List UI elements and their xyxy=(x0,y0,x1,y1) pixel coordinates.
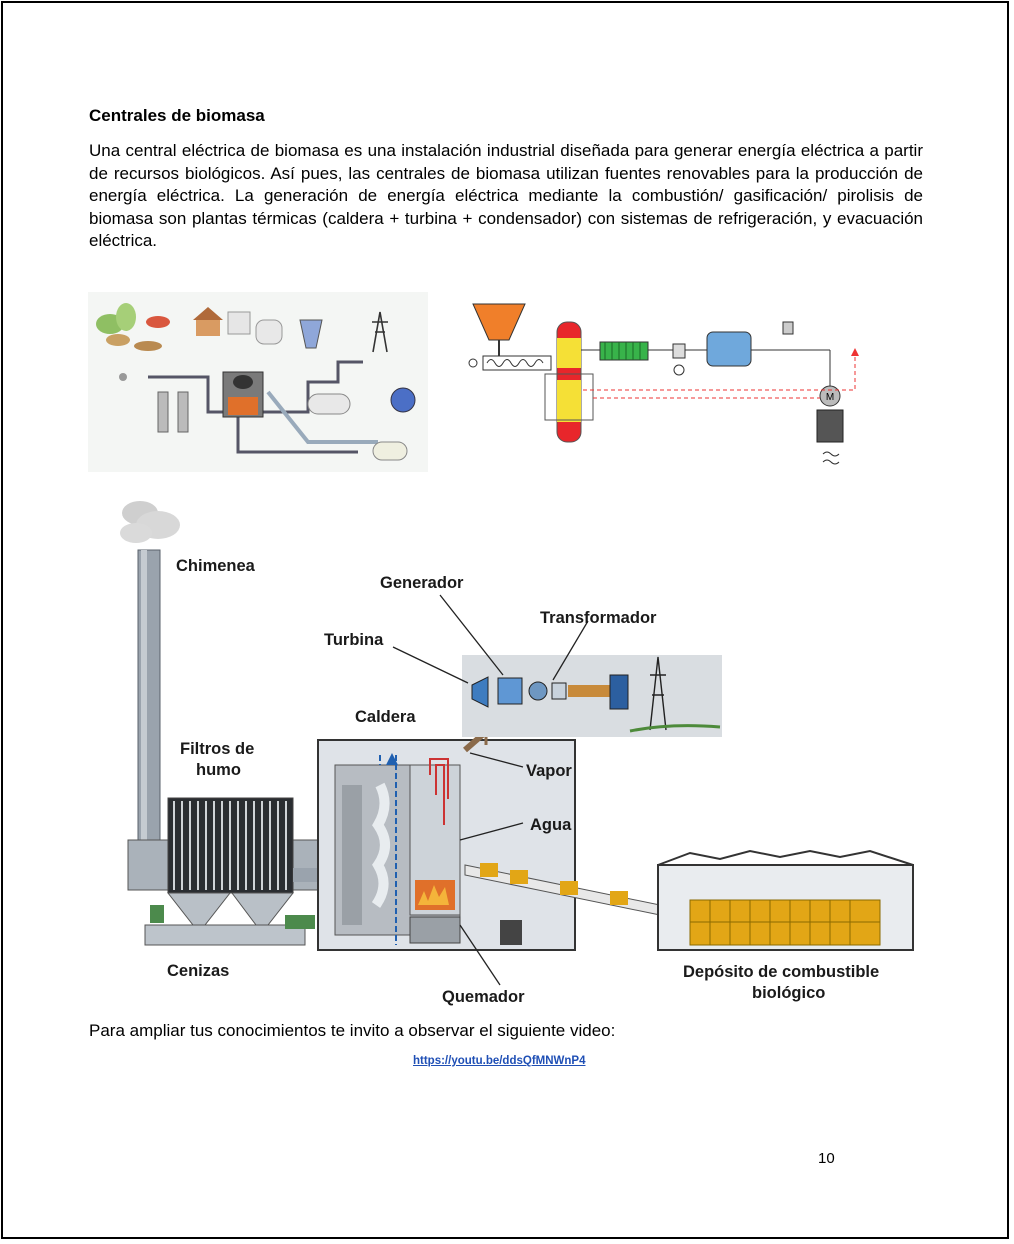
label-quemador: Quemador xyxy=(442,988,525,1006)
biomass-schematic: M xyxy=(465,298,865,476)
label-cenizas: Cenizas xyxy=(167,962,229,980)
label-filtros-line2: humo xyxy=(196,761,241,779)
biomass-plant-illustration xyxy=(88,292,428,472)
label-turbina: Turbina xyxy=(324,631,384,649)
label-transformador: Transformador xyxy=(540,609,657,627)
label-deposito-line1: Depósito de combustible xyxy=(683,963,879,981)
label-vapor: Vapor xyxy=(526,762,572,780)
motor-symbol: M xyxy=(826,392,834,403)
label-deposito-line2: biológico xyxy=(752,984,825,1002)
section-paragraph: Una central eléctrica de biomasa es una … xyxy=(89,141,923,250)
section-title: Centrales de biomasa xyxy=(89,106,265,125)
video-invite-text: Para ampliar tus conocimientos te invito… xyxy=(89,1021,616,1040)
label-caldera: Caldera xyxy=(355,708,416,726)
label-filtros-line1: Filtros de xyxy=(180,740,254,758)
page-number: 10 xyxy=(818,1150,835,1167)
biomass-plant-diagram: Chimenea Generador Transformador Turbina… xyxy=(110,495,920,1015)
label-generador: Generador xyxy=(380,574,464,592)
video-link[interactable]: https://youtu.be/ddsQfMNWnP4 xyxy=(413,1055,586,1067)
label-chimenea: Chimenea xyxy=(176,557,256,575)
label-agua: Agua xyxy=(530,816,572,834)
